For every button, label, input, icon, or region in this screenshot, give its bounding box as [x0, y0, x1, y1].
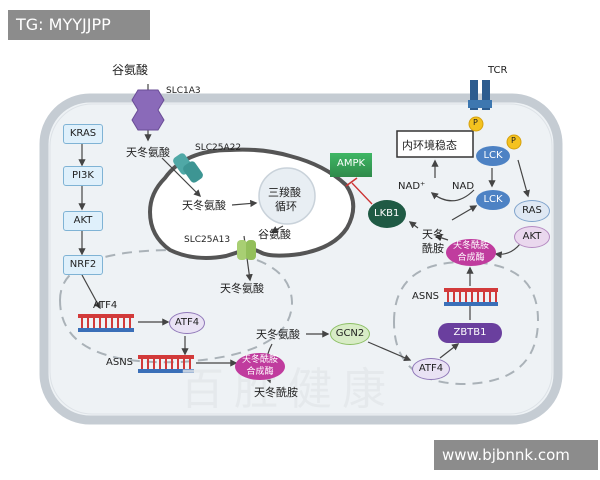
asns-enzyme-left-line1: 天冬酰胺	[241, 355, 278, 365]
label-glutamate-mito: 谷氨酸	[258, 228, 291, 241]
phospho-left	[468, 116, 484, 132]
dna-right	[444, 288, 498, 306]
label-nad-plus: NAD⁺	[398, 181, 426, 192]
label-kras: KRAS	[69, 128, 97, 139]
arrow-tca-glutamate	[270, 225, 284, 233]
label-lkb1: LKB1	[374, 208, 400, 219]
label-nadh: NAD	[452, 181, 475, 192]
label-atf4-top: ATF4	[93, 300, 118, 311]
arrow-asparagine-lkb1	[408, 221, 419, 229]
label-slc1a3: SLC1A3	[166, 86, 201, 96]
label-homeostasis: 内环境稳态	[402, 139, 457, 152]
label-asparagine-bottom: 天冬酰胺	[254, 386, 298, 399]
label-nrf2: NRF2	[69, 259, 97, 270]
ampk-box	[330, 153, 372, 177]
label-gcn2: GCN2	[335, 328, 365, 339]
arrow-asp-into-mito	[161, 157, 202, 198]
inhibit-lkb1-ampk	[351, 182, 373, 205]
ras-oval: RAS	[514, 200, 550, 222]
arrow-gcn2-atf4	[367, 341, 412, 362]
zbtb1-box: ZBTB1	[438, 323, 502, 343]
label-lck-top: LCK	[483, 150, 503, 161]
label-asparagine-right-1: 天冬	[422, 228, 444, 241]
label-aspartate-mid: 天冬氨酸	[256, 328, 300, 341]
box-akt-left: AKT	[63, 211, 103, 231]
label-p-left: P	[473, 118, 478, 127]
label-aspartate-mito: 天冬氨酸	[182, 199, 226, 212]
label-aspartate-cyto: 天冬氨酸	[126, 146, 170, 159]
homeostasis-box	[396, 130, 474, 158]
dna-left	[78, 314, 134, 332]
label-pi3k: PI3K	[72, 170, 94, 181]
inhibit-bar	[345, 177, 358, 187]
arrow-asparagine-lck	[451, 205, 478, 221]
label-tca-2: 循环	[275, 200, 297, 213]
box-pi3k: PI3K	[63, 166, 103, 186]
phospho-right	[506, 134, 522, 150]
dna-left-asns	[138, 355, 194, 373]
arrow-nad-cycle	[430, 189, 475, 202]
lck-top-oval: LCK	[476, 146, 510, 166]
site-url: www.bjbnnk.com	[434, 440, 598, 470]
arrow-asp-to-tca	[231, 199, 258, 208]
asns-enzyme-left-line2: 合成酶	[246, 367, 274, 377]
label-slc25a13: SLC25A13	[184, 235, 231, 245]
nucleus-left	[58, 248, 294, 364]
label-p-right: P	[511, 136, 516, 145]
slc25a13-transporter	[237, 240, 256, 260]
label-tcr: TCR	[488, 65, 508, 76]
label-zbtb1: ZBTB1	[453, 327, 487, 338]
arrow-akt-enzyme	[494, 243, 521, 259]
slc25a22-transporter	[173, 153, 203, 183]
lkb1-oval	[368, 200, 406, 228]
asns-enzyme-right: 天冬酰胺 合成酶	[446, 239, 496, 266]
lck-mid-oval: LCK	[476, 190, 510, 210]
label-aspartate-bottom: 天冬氨酸	[220, 282, 264, 295]
tcr-receptor	[468, 80, 492, 110]
label-slc25a22: SLC25A22	[195, 143, 242, 153]
label-glutamate-top: 谷氨酸	[112, 63, 149, 77]
box-nrf2: NRF2	[63, 255, 103, 275]
asns-enzyme-left: 天冬酰胺 合成酶	[235, 353, 285, 380]
akt-right-oval: AKT	[514, 226, 550, 248]
arrow-enzyme-to-asparagine	[434, 234, 449, 242]
label-asns-right: ASNS	[412, 291, 440, 302]
label-ampk: AMPK	[337, 158, 366, 169]
atf4-circle: ATF4	[169, 312, 205, 334]
label-akt-left: AKT	[73, 215, 93, 226]
label-tca-1: 三羧酸	[268, 186, 301, 199]
slc1a3-transporter	[131, 89, 165, 131]
asns-enzyme-right-line1: 天冬酰胺	[452, 241, 489, 251]
tca-cycle	[258, 167, 316, 225]
arrow-atf4-zbtb1	[439, 343, 460, 359]
arrow-nrf2-atf4	[81, 274, 101, 310]
box-kras: KRAS	[63, 124, 103, 144]
label-lck-mid: LCK	[483, 194, 503, 205]
watermark: 百胜健康	[180, 364, 396, 415]
gcn2-oval: GCN2	[330, 323, 370, 345]
label-akt-right: AKT	[522, 231, 542, 242]
label-asns-left: ASNS	[106, 357, 134, 368]
asns-enzyme-right-line2: 合成酶	[457, 253, 485, 263]
arrow-lck-ras	[517, 159, 530, 198]
label-atf4-circle: ATF4	[174, 317, 200, 328]
label-atf4-right: ATF4	[418, 363, 444, 374]
tag-label: TG: MYYJJPP	[8, 10, 150, 40]
label-ras: RAS	[522, 205, 542, 216]
label-asparagine-right-2: 酰胺	[422, 242, 444, 255]
atf4-right-oval: ATF4	[412, 358, 450, 380]
cell-inner-line	[49, 103, 553, 415]
